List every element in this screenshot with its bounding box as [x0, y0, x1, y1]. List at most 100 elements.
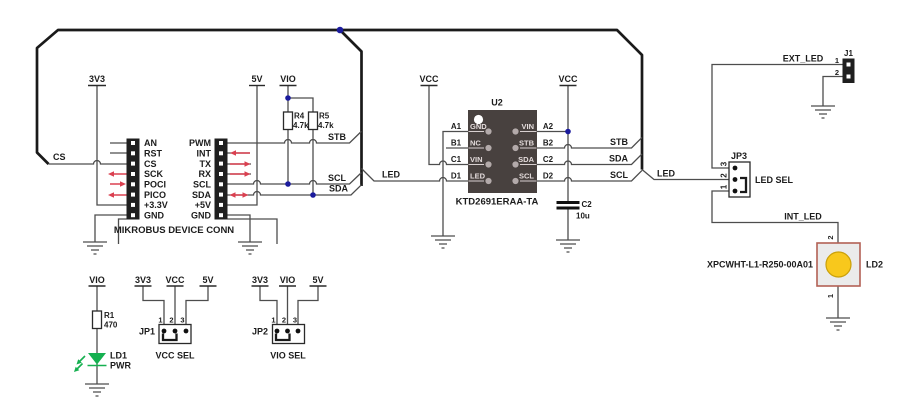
flag-3v3: 3V3: [89, 74, 105, 84]
jp1-net: 5V: [202, 275, 213, 285]
right-header-body: [214, 138, 228, 220]
ld2-refdes: LD2: [866, 260, 883, 270]
c2-plate: [556, 206, 580, 210]
j1-connector: EXT_LED J1 1 2: [783, 49, 855, 83]
net-label-stb: STB: [610, 137, 629, 147]
direction-arrows: [108, 150, 251, 198]
wire-scl-left: [227, 172, 362, 185]
jp2-net: 3V3: [252, 275, 268, 285]
wire-sda-right: [537, 153, 643, 166]
arrow-right-icon: [242, 192, 249, 198]
ld1-refdes: LD1: [110, 351, 127, 361]
wire-u2-gnd: [442, 130, 468, 236]
power-flags: 3V3 5V VIO VCC VCC VIO: [88, 74, 578, 287]
net-label-int-led: INT_LED: [784, 212, 822, 222]
wire-5v: [227, 86, 258, 206]
c2-capacitor: C2 10u: [556, 200, 592, 221]
u2-pin-name: STB: [519, 139, 535, 148]
ld1-diode-icon: [88, 353, 106, 365]
mikrobus-connector: AN RST CS SCK POCI PICO +3.3V GND PWM IN…: [53, 138, 278, 244]
left-header-labels: AN RST CS SCK POCI PICO +3.3V GND: [144, 138, 168, 221]
right-header-labels: PWM INT TX RX SCL SDA +5V GND: [189, 138, 212, 221]
pin-label: SCK: [144, 169, 164, 179]
u2-right-names: VIN STB SDA SCL: [518, 122, 534, 181]
r4-ref: R4: [294, 112, 305, 121]
net-label-sda: SDA: [609, 154, 629, 164]
bus-branch: [339, 29, 363, 186]
jp2-refdes: JP2: [252, 327, 268, 337]
c2-value: 10u: [576, 212, 590, 221]
jp2-pin-number: 2: [282, 316, 286, 325]
jp1-pin-number: 2: [169, 316, 173, 325]
pin-label: GND: [191, 211, 212, 221]
pin-label: POCI: [144, 180, 166, 190]
jp1-jumper: 3V3 VCC 5V 1 2 3 JP1 VCC SEL: [134, 275, 217, 361]
jp1-pin2: [172, 328, 178, 334]
r4-value: 4.7k: [293, 121, 309, 130]
bus-net-labels-right: STB SDA SCL LED: [609, 137, 676, 180]
pullup-resistors: R4 4.7k R5 4.7k: [282, 111, 334, 131]
jp3-shunt-bracket: [740, 176, 748, 194]
j1-body: [842, 58, 855, 83]
wire-sda-left: [227, 184, 362, 196]
net-label-led: LED: [657, 169, 676, 179]
u2-part-number: KTD2691ERAA-TA: [456, 197, 539, 208]
jp2-label: VIO SEL: [270, 351, 306, 361]
flag-vio: VIO: [280, 74, 296, 84]
u2-des: B1: [451, 139, 462, 148]
j1-pin-number: 1: [835, 56, 839, 65]
flag-vcc-left: VCC: [419, 74, 439, 84]
ld2-pin-number: 1: [826, 294, 835, 298]
wire-jp1-3: [185, 286, 209, 331]
jp3-pin1: [732, 188, 738, 194]
u2-des: B2: [543, 139, 554, 148]
arrow-sw-icon: [76, 359, 82, 365]
jp2-net: 5V: [312, 275, 323, 285]
jp3-pin-number: 1: [720, 184, 729, 189]
pin-label: RX: [198, 169, 211, 179]
pin-label: CS: [144, 159, 157, 169]
u2-pads: [485, 128, 519, 185]
u2-left-names: GND NC VIN LED: [470, 122, 487, 181]
u2-pin-name: GND: [470, 122, 487, 131]
pin-label: PICO: [144, 190, 166, 200]
left-header-body: [126, 138, 140, 220]
junction-dot: [565, 128, 571, 135]
jp1-body: [158, 323, 192, 345]
wire-led-right: [641, 169, 729, 181]
pin-label: SCL: [193, 180, 212, 190]
header-pin-holes: [131, 141, 223, 218]
arrow-right-icon: [120, 181, 126, 187]
net-label-cs: CS: [53, 152, 66, 162]
jp2-pin1: [274, 328, 280, 334]
jp3-pin-number: 2: [720, 173, 729, 178]
wire-gnd-right: [227, 214, 251, 242]
r1-value: 470: [104, 321, 118, 330]
ld1-label: PWR: [110, 361, 131, 371]
u2-pin-name: LED: [470, 172, 486, 181]
junction-dot: [310, 192, 316, 198]
arrow-left-icon: [229, 192, 236, 198]
wire-jp2-3: [297, 286, 319, 331]
jp3-label: LED SEL: [755, 175, 794, 185]
u2-pin-name: VIN: [521, 122, 534, 131]
jp3-pin2: [732, 177, 738, 182]
u2-pin-name: SDA: [518, 155, 534, 164]
jp3-refdes: JP3: [731, 151, 747, 161]
resistor-r4: [282, 111, 294, 131]
u2-des: A2: [543, 122, 554, 131]
bus-net-labels-left: STB SCL SDA LED: [328, 132, 401, 194]
bus-main: [35, 28, 644, 170]
u2-des: D2: [543, 172, 554, 181]
junction-dot: [285, 95, 291, 101]
r5-value: 4.7k: [318, 121, 334, 130]
net-label-scl: SCL: [610, 170, 629, 180]
junction-dot: [285, 181, 291, 187]
jp1-refdes: JP1: [139, 327, 155, 337]
j1-pin-hole: [846, 62, 851, 67]
u2-des: C1: [451, 155, 462, 164]
jp1-net: 3V3: [135, 275, 151, 285]
wire-ext-led: [711, 63, 843, 169]
pin-label: RST: [144, 149, 163, 159]
